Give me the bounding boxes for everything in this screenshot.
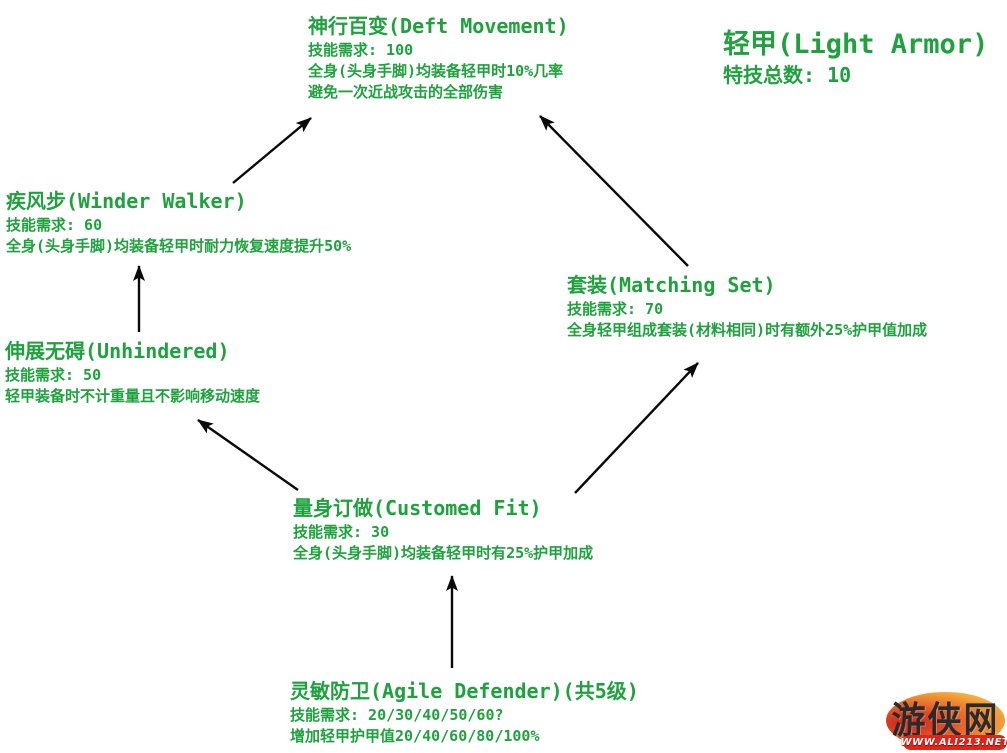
perk-effect: 增加轻甲护甲值20/40/60/80/100% <box>290 727 540 745</box>
watermark-url: WWW.ALI213.NET <box>900 735 1007 750</box>
perk-node-deft-movement: 神行百变(Deft Movement) 技能需求: 100 全身(头身手脚)均装… <box>308 13 569 103</box>
perk-title: 灵敏防卫(Agile Defender)(共5级) <box>290 679 639 703</box>
perk-node-unhindered: 伸展无碍(Unhindered) 技能需求: 50 轻甲装备时不计重量且不影响移… <box>5 338 260 407</box>
perk-node-matching-set: 套装(Matching Set) 技能需求: 70 全身轻甲组成套装(材料相同)… <box>567 272 927 341</box>
arrow-customed-fit-to-matching-set <box>574 362 699 494</box>
perk-effect: 全身(头身手脚)均装备轻甲时10%几率 <box>308 62 564 80</box>
perk-node-customed-fit: 量身订做(Customed Fit) 技能需求: 30 全身(头身手脚)均装备轻… <box>293 495 593 564</box>
perk-requirement: 技能需求: 30 <box>293 523 390 541</box>
watermark-site-name: 游侠网 <box>891 698 1000 743</box>
perk-title: 疾风步(Winder Walker) <box>6 189 247 213</box>
perk-title: 量身订做(Customed Fit) <box>293 496 542 520</box>
arrow-matching-set-to-deft-movement <box>539 115 689 267</box>
tree-header: 轻甲(Light Armor) 特技总数: 10 <box>723 28 988 89</box>
arrow-customed-fit-to-unhindered <box>197 419 299 491</box>
tree-title: 轻甲(Light Armor) <box>723 29 989 60</box>
tree-perk-count: 特技总数: 10 <box>723 63 852 87</box>
arrow-winder-walker-to-deft-movement <box>232 117 312 184</box>
perk-effect: 全身(头身手脚)均装备轻甲时有25%护甲加成 <box>293 544 594 562</box>
perk-effect: 避免一次近战攻击的全部伤害 <box>308 83 504 101</box>
perk-node-agile-defender: 灵敏防卫(Agile Defender)(共5级) 技能需求: 20/30/40… <box>290 678 639 747</box>
perk-effect: 全身(头身手脚)均装备轻甲时耐力恢复速度提升50% <box>6 237 352 255</box>
watermark-logo: 游侠网 WWW.ALI213.NET <box>884 690 1007 753</box>
perk-effect: 全身轻甲组成套装(材料相同)时有额外25%护甲值加成 <box>567 321 928 339</box>
perk-node-winder-walker: 疾风步(Winder Walker) 技能需求: 60 全身(头身手脚)均装备轻… <box>6 188 351 257</box>
perk-requirement: 技能需求: 70 <box>567 300 664 318</box>
perk-title: 神行百变(Deft Movement) <box>308 14 569 38</box>
perk-effect: 轻甲装备时不计重量且不影响移动速度 <box>5 387 261 405</box>
perk-requirement: 技能需求: 20/30/40/50/60? <box>290 706 504 724</box>
perk-title: 伸展无碍(Unhindered) <box>5 339 230 363</box>
perk-title: 套装(Matching Set) <box>567 273 776 297</box>
perk-requirement: 技能需求: 50 <box>5 366 102 384</box>
perk-requirement: 技能需求: 100 <box>308 41 414 59</box>
perk-requirement: 技能需求: 60 <box>6 216 103 234</box>
